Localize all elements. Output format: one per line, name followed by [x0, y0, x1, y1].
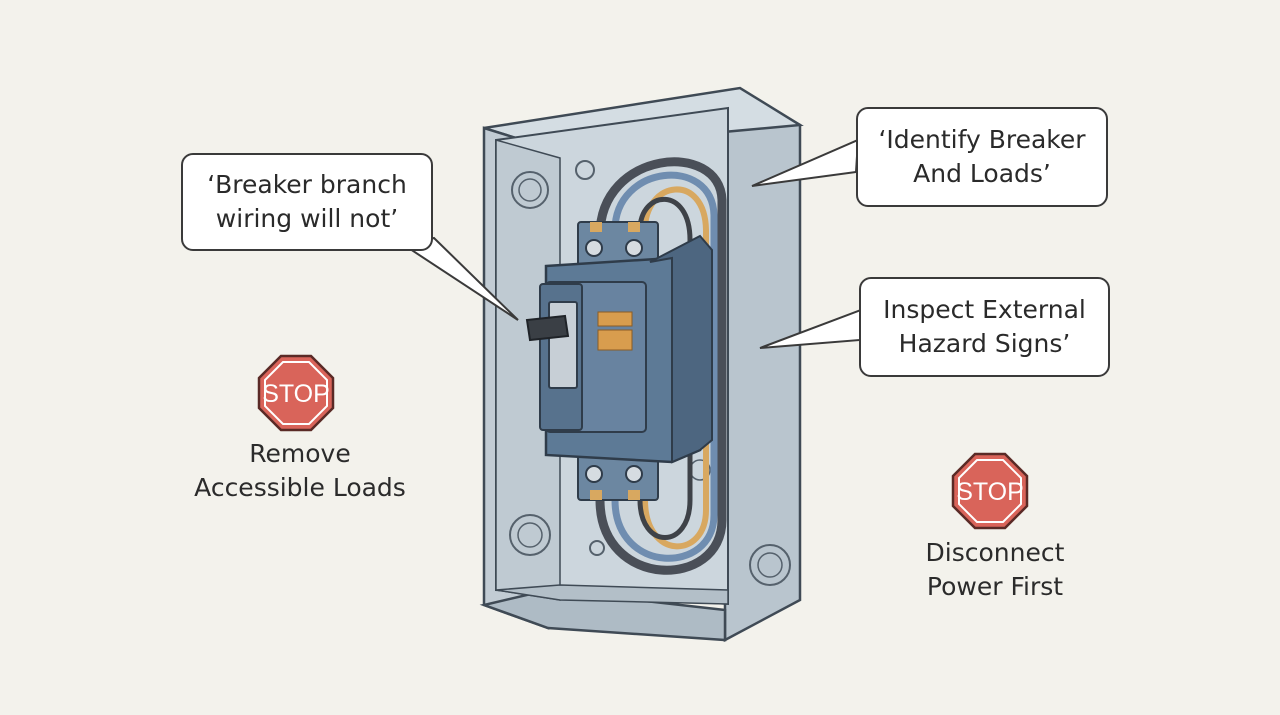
stop-label-left-line2: Accessible Loads	[194, 473, 406, 502]
stop-label-left-line1: Remove	[249, 439, 351, 468]
callout-mid-right-line1: Inspect External	[883, 295, 1086, 324]
stop-sign-right: STOP	[951, 452, 1029, 530]
stop-group-disconnect-power: Disconnect Power First	[845, 452, 1145, 604]
callout-inspect-external: Inspect External Hazard Signs’	[859, 277, 1110, 377]
circuit-breaker	[525, 221, 713, 501]
stop-sign-right-text: STOP	[956, 478, 1024, 506]
callout-breaker-branch: ‘Breaker branch wiring will not’	[181, 153, 433, 251]
callout-pointers	[401, 138, 863, 349]
stop-sign-left: STOP	[257, 354, 335, 432]
stop-group-remove-loads: Remove Accessible Loads	[150, 355, 450, 505]
stop-sign-left-text: STOP	[262, 380, 330, 408]
callout-left-line2: wiring will not’	[215, 204, 399, 233]
stop-label-right-line2: Power First	[926, 572, 1064, 601]
callout-identify-breaker: ‘Identify Breaker And Loads’	[856, 107, 1108, 207]
stop-label-left: Remove Accessible Loads	[150, 437, 450, 505]
stop-label-right: Disconnect Power First	[845, 536, 1145, 604]
callout-top-right-line2: And Loads’	[913, 159, 1051, 188]
callout-left-line1: ‘Breaker branch	[207, 170, 407, 199]
stop-label-right-line1: Disconnect	[925, 538, 1065, 567]
callout-mid-right-line2: Hazard Signs’	[898, 329, 1071, 358]
junction-box	[479, 86, 804, 643]
callout-top-right-line1: ‘Identify Breaker	[878, 125, 1086, 154]
